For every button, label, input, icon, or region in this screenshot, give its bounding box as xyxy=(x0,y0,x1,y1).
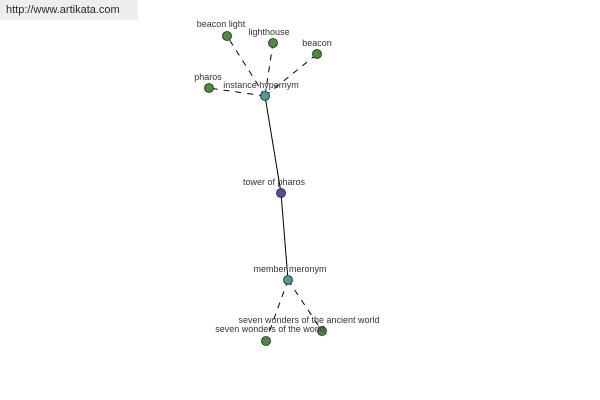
node-label-rel-meronym: member meronym xyxy=(253,264,326,274)
edge-layer xyxy=(208,35,323,342)
edge-rel-hypernym-to-leaf-lighthouse xyxy=(264,42,274,97)
node-label-leaf-seven-wonders: seven wonders of the world xyxy=(215,324,325,334)
node-label-rel-hypernym: instance hypernym xyxy=(223,80,299,90)
node-root[interactable] xyxy=(276,188,286,198)
node-label-root: tower of pharos xyxy=(243,177,306,187)
edge-root-to-rel-meronym xyxy=(280,192,289,281)
node-label-leaf-beacon-light: beacon light xyxy=(197,19,246,29)
node-leaf-pharos[interactable] xyxy=(204,83,214,93)
node-leaf-seven-wonders-ancient[interactable] xyxy=(317,326,327,336)
node-leaf-seven-wonders[interactable] xyxy=(261,336,271,346)
node-label-leaf-lighthouse: lighthouse xyxy=(248,27,289,37)
node-rel-meronym[interactable] xyxy=(283,275,293,285)
node-label-leaf-beacon: beacon xyxy=(302,38,332,48)
url-banner[interactable]: http://www.artikata.com xyxy=(0,0,138,20)
node-layer xyxy=(204,31,327,346)
node-leaf-lighthouse[interactable] xyxy=(268,38,278,48)
edge-root-to-rel-hypernym xyxy=(264,95,282,194)
node-label-leaf-seven-wonders-ancient: seven wonders of the ancient world xyxy=(238,315,379,325)
node-leaf-beacon-light[interactable] xyxy=(222,31,232,41)
edge-rel-hypernym-to-leaf-pharos xyxy=(208,87,266,97)
node-label-leaf-pharos: pharos xyxy=(194,72,222,82)
node-leaf-beacon[interactable] xyxy=(312,49,322,59)
edge-rel-meronym-to-leaf-seven-wonders-ancient xyxy=(287,279,323,332)
node-rel-hypernym[interactable] xyxy=(260,91,270,101)
label-layer: tower of pharos instance hypernym member m… xyxy=(194,19,379,334)
